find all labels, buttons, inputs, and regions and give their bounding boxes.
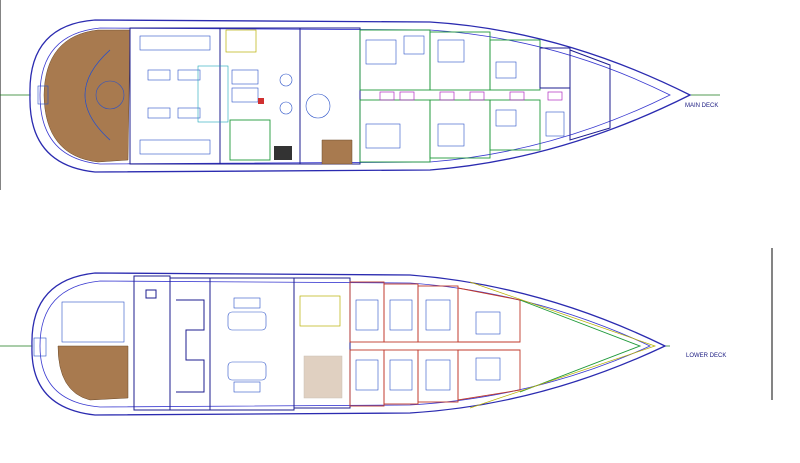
lower-deck-plan: LOWER DECK xyxy=(0,272,726,416)
galley-equipment xyxy=(197,29,293,161)
main-deck-plan: MAIN DECK xyxy=(0,19,720,173)
bow-construction-lines xyxy=(519,299,642,393)
tender-garage xyxy=(61,301,125,343)
tank-piping xyxy=(176,299,205,393)
main-deck-hull-inner xyxy=(39,27,671,165)
crew-cabin-fwd-1 xyxy=(457,287,521,343)
main-deck-label: MAIN DECK xyxy=(685,103,718,109)
main-deck-spiral-stair xyxy=(305,93,331,119)
crew-cabin-fwd-2 xyxy=(457,349,521,401)
main-engines xyxy=(227,297,267,393)
lower-deck-label: LOWER DECK xyxy=(686,353,726,359)
aft-round-table xyxy=(95,80,125,110)
lower-deck-cabin-beds xyxy=(355,299,501,391)
aft-swim-ladder xyxy=(37,85,49,105)
crew-area-room xyxy=(569,49,611,141)
lower-deck-aft-teak-deck xyxy=(57,345,129,401)
crew-galley-floor xyxy=(303,355,343,399)
main-deck-aft-teak-deck xyxy=(43,29,131,163)
crew-mess-room xyxy=(293,277,351,409)
main-deck-bathrooms xyxy=(379,91,563,101)
lower-deck-hull-outline xyxy=(31,272,667,416)
main-deck-cabin-beds xyxy=(365,35,565,149)
crew-mess-table xyxy=(299,295,341,327)
salon-dining-tables xyxy=(139,35,211,155)
stair-landing xyxy=(321,139,353,165)
lower-swim-ladder xyxy=(33,337,47,357)
bow-frame-lines xyxy=(469,281,657,409)
aft-hatch xyxy=(145,289,157,299)
lower-deck-hull-inner xyxy=(39,280,651,408)
aft-seating-arc-outline xyxy=(84,49,111,141)
